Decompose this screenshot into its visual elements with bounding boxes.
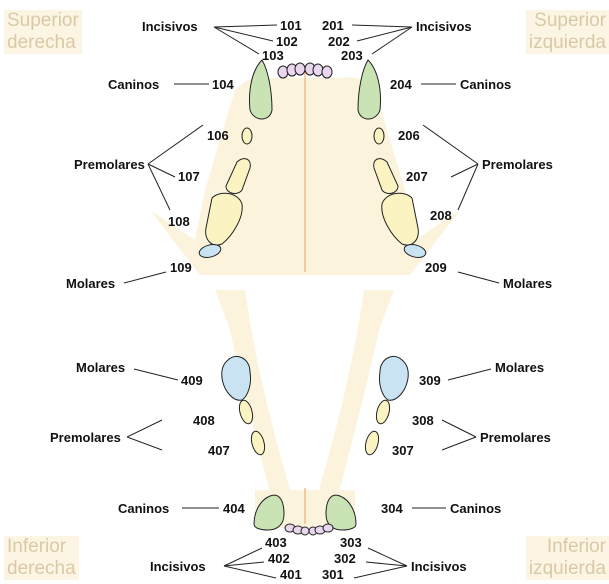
num-106: 106 (207, 128, 229, 143)
label-molares-upper-right: Molares (66, 276, 115, 291)
num-104: 104 (212, 77, 234, 92)
num-107: 107 (178, 169, 200, 184)
label-caninos-lower-right: Caninos (118, 501, 169, 516)
num-206: 206 (398, 128, 420, 143)
label-premolares-lower-left: Premolares (480, 430, 551, 445)
num-109: 109 (170, 260, 192, 275)
num-202: 202 (328, 34, 350, 49)
label-molares-upper-left: Molares (503, 276, 552, 291)
label-premolares-upper-left: Premolares (482, 157, 553, 172)
tooth-409 (222, 356, 251, 400)
num-308: 308 (412, 413, 434, 428)
tooth-309 (379, 356, 408, 400)
label-caninos-lower-left: Caninos (450, 501, 501, 516)
num-208: 208 (430, 208, 452, 223)
quadrant-label-lower-right: Inferior derecha (4, 536, 79, 580)
label-molares-lower-left: Molares (495, 360, 544, 375)
tooth-203 (322, 66, 332, 78)
num-402: 402 (268, 551, 290, 566)
num-309: 309 (419, 373, 441, 388)
num-101: 101 (280, 18, 302, 33)
tooth-401 (301, 527, 309, 535)
label-incisivos-lower-right: Incisivos (150, 559, 206, 574)
label-premolares-lower-right: Premolares (50, 430, 121, 445)
num-403: 403 (265, 535, 287, 550)
num-408: 408 (193, 413, 215, 428)
num-207: 207 (406, 169, 428, 184)
quadrant-label-lower-left: Inferior izquierda (526, 536, 609, 580)
tooth-206 (374, 128, 384, 144)
num-108: 108 (168, 214, 190, 229)
tooth-303 (323, 524, 333, 532)
num-103: 103 (262, 48, 284, 63)
label-caninos-upper-right: Caninos (108, 77, 159, 92)
label-incisivos-upper-left: Incisivos (416, 19, 472, 34)
lower-jaw-bone-left (215, 290, 300, 525)
tooth-308 (374, 399, 392, 425)
num-307: 307 (392, 443, 414, 458)
tooth-106 (242, 128, 252, 144)
label-incisivos-lower-left: Incisivos (411, 559, 467, 574)
label-premolares-upper-right: Premolares (74, 157, 145, 172)
tooth-307 (363, 430, 381, 456)
num-204: 204 (390, 77, 412, 92)
num-409: 409 (181, 373, 203, 388)
num-401: 401 (280, 567, 302, 582)
num-407: 407 (208, 443, 230, 458)
num-404: 404 (223, 501, 245, 516)
num-203: 203 (341, 48, 363, 63)
tooth-101 (295, 63, 305, 75)
label-incisivos-upper-right: Incisivos (142, 19, 198, 34)
num-201: 201 (322, 18, 344, 33)
num-102: 102 (276, 34, 298, 49)
tooth-204 (358, 60, 381, 119)
quadrant-label-upper-left: Superior izquierda (526, 10, 609, 54)
num-209: 209 (425, 260, 447, 275)
label-caninos-upper-left: Caninos (460, 77, 511, 92)
num-301: 301 (322, 567, 344, 582)
num-303: 303 (340, 535, 362, 550)
num-302: 302 (334, 551, 356, 566)
tooth-202 (313, 64, 323, 76)
num-304: 304 (381, 501, 403, 516)
tooth-104 (250, 60, 273, 119)
label-molares-lower-right: Molares (76, 360, 125, 375)
quadrant-label-upper-right: Superior derecha (4, 10, 82, 54)
tooth-103 (278, 66, 288, 78)
